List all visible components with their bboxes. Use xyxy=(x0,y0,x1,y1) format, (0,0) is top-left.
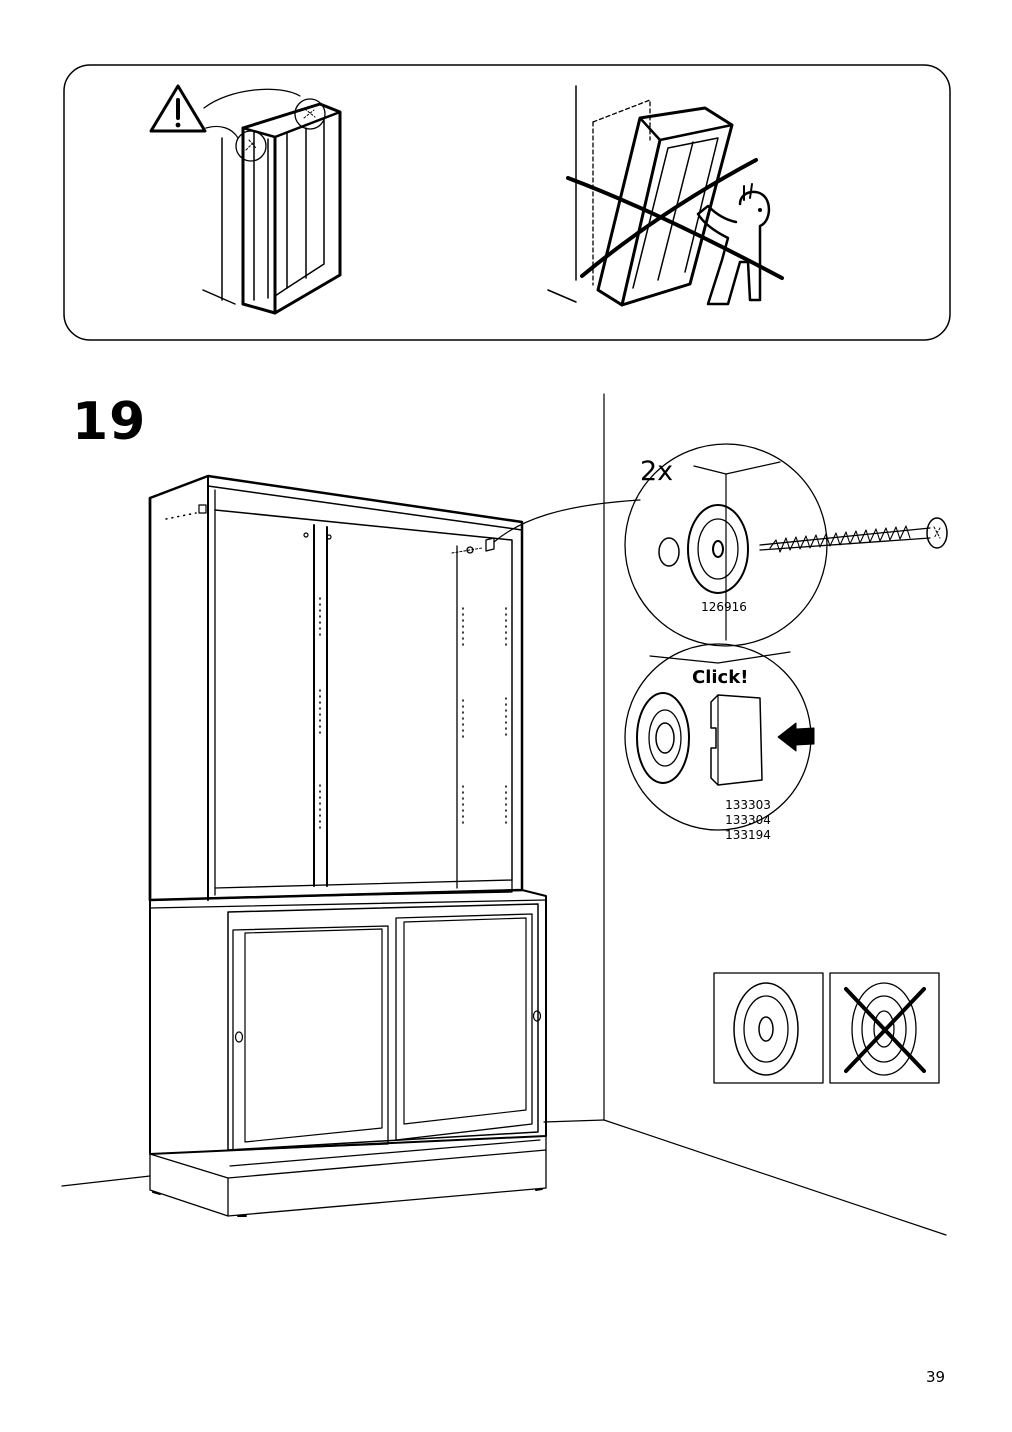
step-number: 19 xyxy=(72,392,147,452)
click-label: Click! xyxy=(692,667,749,688)
detail-leader-line xyxy=(494,500,640,542)
cabinet-against-wall-illustration xyxy=(203,89,340,313)
cross-out-icon xyxy=(846,989,924,1071)
bracket-part-number: 133194 xyxy=(725,828,771,842)
correct-washer-panel xyxy=(714,973,823,1083)
warning-panel xyxy=(64,65,950,340)
push-arrow-icon xyxy=(778,723,814,751)
quantity-label: 2x xyxy=(640,456,674,487)
room-walls xyxy=(62,394,946,1235)
lower-cabinet-illustration xyxy=(150,890,546,1216)
upper-cabinet-illustration xyxy=(150,476,522,900)
screw-part-number: 126916 xyxy=(701,600,747,614)
page-number: 39 xyxy=(926,1368,946,1386)
incorrect-washer-panel xyxy=(830,973,939,1083)
bracket-part-number: 133303 xyxy=(725,798,771,812)
screw-detail-circle xyxy=(625,444,947,646)
bracket-click-detail-circle xyxy=(625,644,814,830)
bracket-part-number: 133304 xyxy=(725,813,771,827)
tipping-cabinet-prohibited-illustration xyxy=(548,86,782,305)
warning-triangle-icon xyxy=(151,86,205,131)
